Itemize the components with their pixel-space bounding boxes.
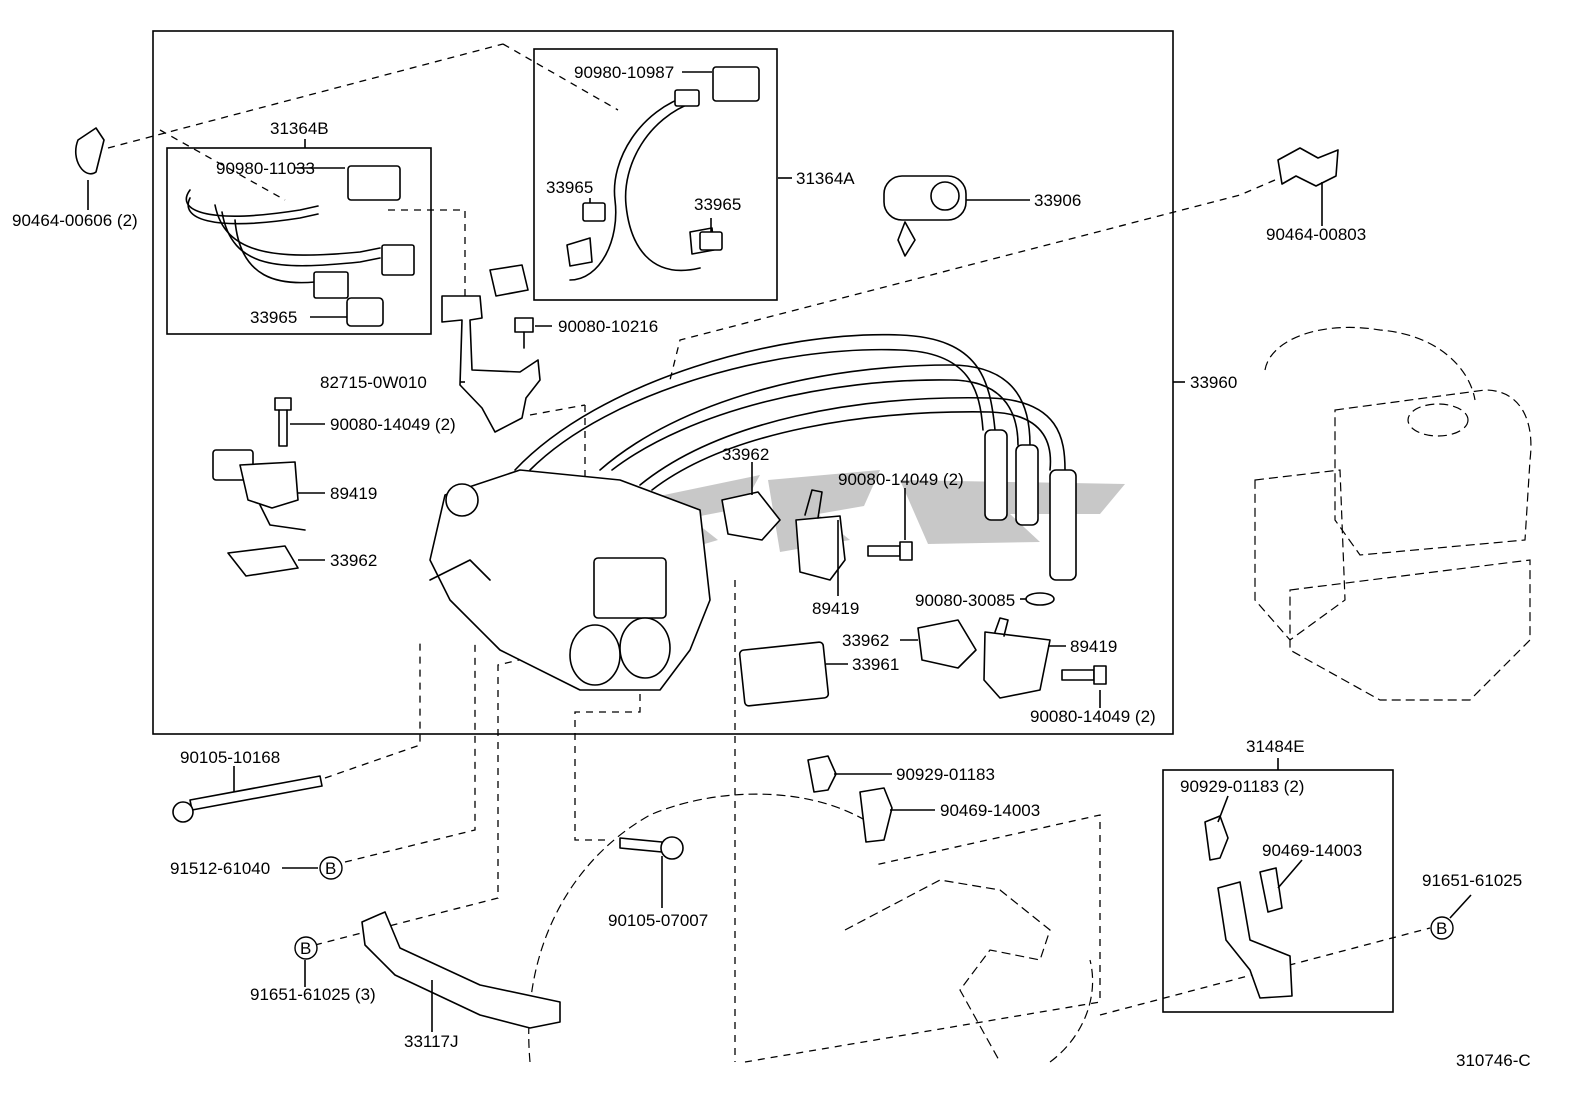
label-90080-14049-b: 90080-14049 (2)	[838, 470, 964, 489]
label-90464-00803: 90464-00803	[1266, 225, 1366, 244]
bracket-33117j	[361, 911, 561, 1029]
wire-harness-31364a	[566, 66, 760, 281]
label-90080-10216: 90080-10216	[558, 317, 658, 336]
o-ring-90080-30085	[1025, 592, 1055, 606]
label-33965-c: 33965	[694, 195, 741, 214]
leader-lines	[87, 71, 1472, 1032]
clip-90929-01183	[807, 755, 837, 793]
actuator-89419-right	[983, 617, 1051, 699]
label-31364b: 31364B	[270, 119, 329, 138]
label-90929-01183-a: 90929-01183	[896, 765, 995, 784]
clamp-90464-00803	[1277, 147, 1339, 187]
bracket-82715-0w010	[441, 264, 541, 433]
label-90105-10168: 90105-10168	[180, 748, 280, 767]
bolt-90105-07007	[619, 836, 684, 860]
b-marker-circle-3	[1430, 916, 1454, 940]
label-33960: 33960	[1190, 373, 1237, 392]
label-90929-01183-b: 90929-01183 (2)	[1180, 777, 1304, 796]
label-90980-11033: 90980-11033	[216, 159, 315, 178]
label-90469-14003-a: 90469-14003	[940, 801, 1040, 820]
b-marker-2: B	[300, 939, 311, 958]
label-90105-07007: 90105-07007	[608, 911, 708, 930]
part-labels: 31364B 90980-11033 33965 90980-10987 339…	[12, 63, 1531, 1070]
label-90080-14049-c: 90080-14049 (2)	[1030, 707, 1156, 726]
label-31484e: 31484E	[1246, 737, 1305, 756]
label-33906: 33906	[1034, 191, 1081, 210]
cover-33961	[738, 641, 830, 707]
wire-harness-31364b	[185, 165, 415, 327]
bolt-90080-14049-mid	[867, 541, 913, 561]
label-33962-a: 33962	[330, 551, 377, 570]
gasket-33962-right	[917, 619, 977, 669]
b-marker-1: B	[325, 859, 336, 878]
bracket-31484e-parts	[1204, 815, 1293, 999]
gasket-33962-left	[227, 545, 299, 577]
label-33961: 33961	[852, 655, 899, 674]
label-82715-0w010: 82715-0W010	[320, 373, 427, 392]
label-90469-14003-b: 90469-14003	[1262, 841, 1362, 860]
bolt-90080-14049-right	[1061, 665, 1107, 685]
diagram-id: 310746-C	[1456, 1051, 1531, 1070]
label-91651-61025-b: 91651-61025 (3)	[250, 985, 376, 1004]
label-89419-b: 89419	[812, 599, 859, 618]
ghost-engine-outline	[1254, 326, 1532, 701]
label-33962-c: 33962	[842, 631, 889, 650]
label-89419-a: 89419	[330, 484, 377, 503]
harness-box-31364a	[533, 48, 778, 301]
sensor-33906	[883, 175, 967, 257]
label-90080-14049-a: 90080-14049 (2)	[330, 415, 456, 434]
ghost-transaxle-outline	[528, 793, 1094, 1063]
clamp-90464-00606	[75, 127, 105, 175]
label-89419-c: 89419	[1070, 637, 1117, 656]
b-marker-circle-1	[319, 856, 343, 880]
label-90080-30085: 90080-30085	[915, 591, 1015, 610]
label-33117j: 33117J	[404, 1032, 459, 1051]
bolt-90105-10168	[172, 775, 323, 823]
bolt-90080-10216	[514, 317, 534, 349]
label-33965-a: 33965	[250, 308, 297, 327]
throttle-body-assembly	[429, 469, 711, 691]
bolt-90080-14049-left	[274, 397, 292, 447]
actuator-89419-left	[212, 449, 306, 531]
b-marker-circle-2	[294, 936, 318, 960]
label-91512-61040: 91512-61040	[170, 859, 270, 878]
b-marker-3: B	[1436, 919, 1447, 938]
label-91651-61025-a: 91651-61025	[1422, 871, 1522, 890]
label-90464-00606: 90464-00606 (2)	[12, 211, 138, 230]
harness-box-31364b	[166, 147, 432, 335]
label-31364a: 31364A	[796, 169, 855, 188]
hose-set-33960	[514, 333, 1077, 581]
label-33965-b: 33965	[546, 178, 593, 197]
clip-90469-14003	[859, 787, 893, 843]
label-90980-10987: 90980-10987	[574, 63, 674, 82]
label-33962-b: 33962	[722, 445, 769, 464]
